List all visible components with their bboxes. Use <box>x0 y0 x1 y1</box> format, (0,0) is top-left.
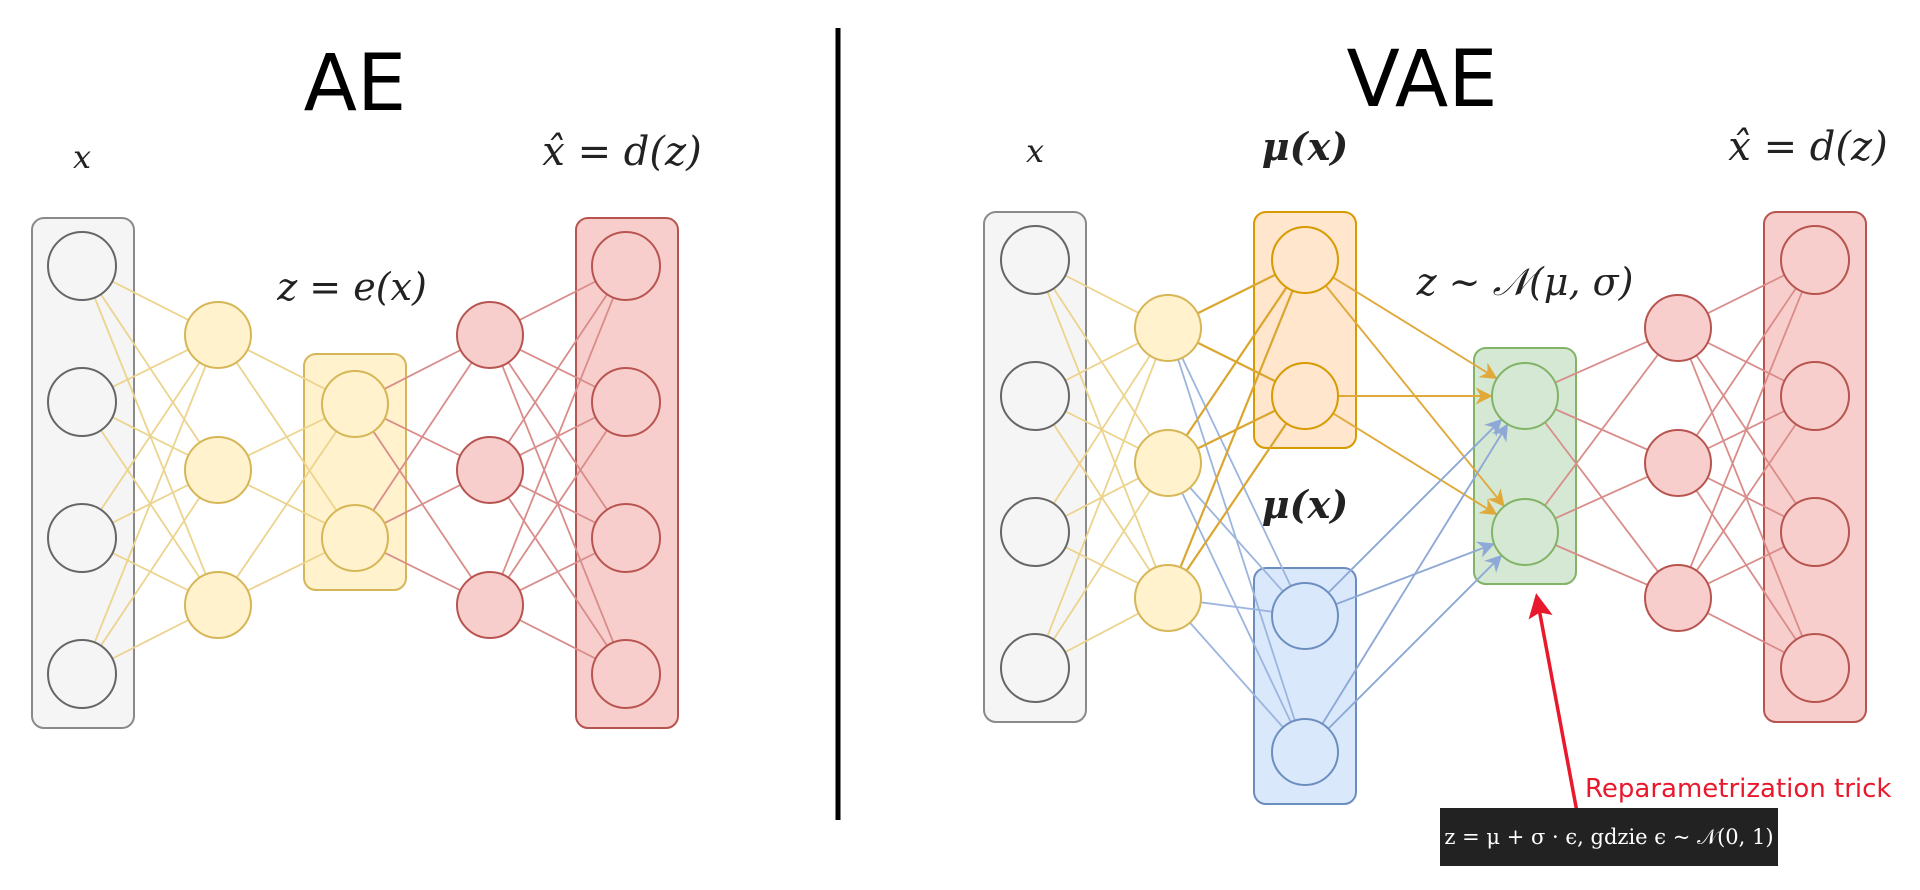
vae-hidden-node <box>1134 294 1202 362</box>
ae-latent-node <box>321 504 389 572</box>
ae-section: AE x z = e(x) x̂ = d(z) <box>31 39 702 729</box>
formula-box <box>1440 808 1778 866</box>
vae-edge-hidden-sigma <box>1167 462 1306 617</box>
vae-sigma-node <box>1271 718 1339 786</box>
ae-edge-latent-decoder <box>354 334 491 539</box>
vae-edge-sigma-latent <box>1304 423 1509 753</box>
vae-decoder-node <box>1644 294 1712 362</box>
vae-section: VAE x μ(x) μ(x) z ~ 𝒩(μ, σ) x̂ = d(z) Re… <box>983 35 1892 866</box>
vae-sigma-node <box>1271 582 1339 650</box>
vae-decoder-node <box>1644 429 1712 497</box>
vae-hidden-node <box>1134 429 1202 497</box>
ae-output-layer-box <box>575 217 679 729</box>
vae-input-node <box>1000 497 1070 567</box>
vae-input-node <box>1000 225 1070 295</box>
vae-output-node <box>1780 633 1850 703</box>
vae-input-label: x <box>1026 132 1044 170</box>
ae-edge-input-hidden <box>81 469 219 675</box>
vae-input-node <box>1000 633 1070 703</box>
reparametrization-arrow <box>1528 593 1579 813</box>
ae-input-label: x <box>73 138 91 176</box>
ae-output-node <box>591 367 661 437</box>
ae-nodes <box>47 231 661 709</box>
ae-output-node <box>591 639 661 709</box>
ae-input-node <box>47 367 117 437</box>
ae-output-node <box>591 231 661 301</box>
ae-output-node <box>591 503 661 573</box>
vae-edge-sigma-latent <box>1304 554 1503 753</box>
vae-edge-hidden-sigma <box>1167 597 1306 753</box>
vae-output-label: x̂ = d(z) <box>1728 124 1887 170</box>
vae-mu-node <box>1271 362 1339 430</box>
vae-mu-label: μ(x) <box>1262 124 1348 169</box>
vae-decoder-node <box>1644 564 1712 632</box>
ae-title: AE <box>304 39 407 129</box>
ae-input-node <box>47 231 117 301</box>
vae-latent-node <box>1491 362 1559 430</box>
vae-edge-sigma-latent <box>1304 418 1503 617</box>
vae-latent-node <box>1491 498 1559 566</box>
vae-edge-hidden-sigma <box>1167 327 1306 617</box>
vae-output-node <box>1780 225 1850 295</box>
ae-decoder-node <box>456 301 524 369</box>
vae-edge-input-hidden <box>1034 462 1169 669</box>
vae-edge-input-hidden <box>1034 327 1169 533</box>
ae-input-layer-box <box>31 217 135 729</box>
vae-edge-decoder-output <box>1677 259 1816 599</box>
vae-nodes <box>1000 225 1850 786</box>
ae-decoder-node <box>456 436 524 504</box>
vae-sigma-label: μ(x) <box>1262 482 1348 527</box>
ae-decoder-node <box>456 571 524 639</box>
ae-edge-decoder-output <box>489 265 627 471</box>
ae-output-label: x̂ = d(z) <box>542 129 701 175</box>
vae-output-layer-box <box>1763 211 1867 723</box>
ae-hidden-node <box>184 436 252 504</box>
vae-edge-hidden-mu <box>1167 395 1306 599</box>
vae-mu-node <box>1271 226 1339 294</box>
vae-output-node <box>1780 497 1850 567</box>
vae-edge-decoder-output <box>1677 395 1816 599</box>
ae-edge-input-hidden <box>81 334 219 539</box>
vae-hidden-node <box>1134 564 1202 632</box>
ae-edge-hidden-latent <box>217 403 356 606</box>
ae-edge-decoder-output <box>489 401 627 606</box>
ae-input-node <box>47 639 117 709</box>
ae-input-node <box>47 503 117 573</box>
vae-edge-latent-decoder <box>1524 327 1679 533</box>
reparametrization-formula: z = μ + σ · ϵ, gdzie ϵ ~ 𝒩(0, 1) <box>1444 825 1773 849</box>
ae-edge-input-hidden <box>81 334 219 675</box>
ae-hidden-node <box>184 571 252 639</box>
vae-edge-mu-latent <box>1304 259 1505 507</box>
vae-edges <box>1034 259 1816 753</box>
vae-edge-hidden-mu <box>1167 259 1306 464</box>
ae-latent-label: z = e(x) <box>276 265 427 309</box>
ae-edge-decoder-output <box>489 265 627 606</box>
vae-latent-label: z ~ 𝒩(μ, σ) <box>1416 260 1634 304</box>
vae-edge-decoder-output <box>1677 259 1816 464</box>
vae-edge-hidden-mu <box>1166 259 1307 599</box>
vae-input-node <box>1000 361 1070 431</box>
vae-edge-mu-latent <box>1304 259 1498 380</box>
vae-output-node <box>1780 361 1850 431</box>
reparametrization-label: Reparametrization trick <box>1585 774 1892 804</box>
vae-title: VAE <box>1346 35 1497 125</box>
vae-edge-input-hidden <box>1034 327 1169 669</box>
vae-input-layer-box <box>983 211 1087 723</box>
ae-latent-node <box>321 370 389 438</box>
ae-hidden-node <box>184 301 252 369</box>
